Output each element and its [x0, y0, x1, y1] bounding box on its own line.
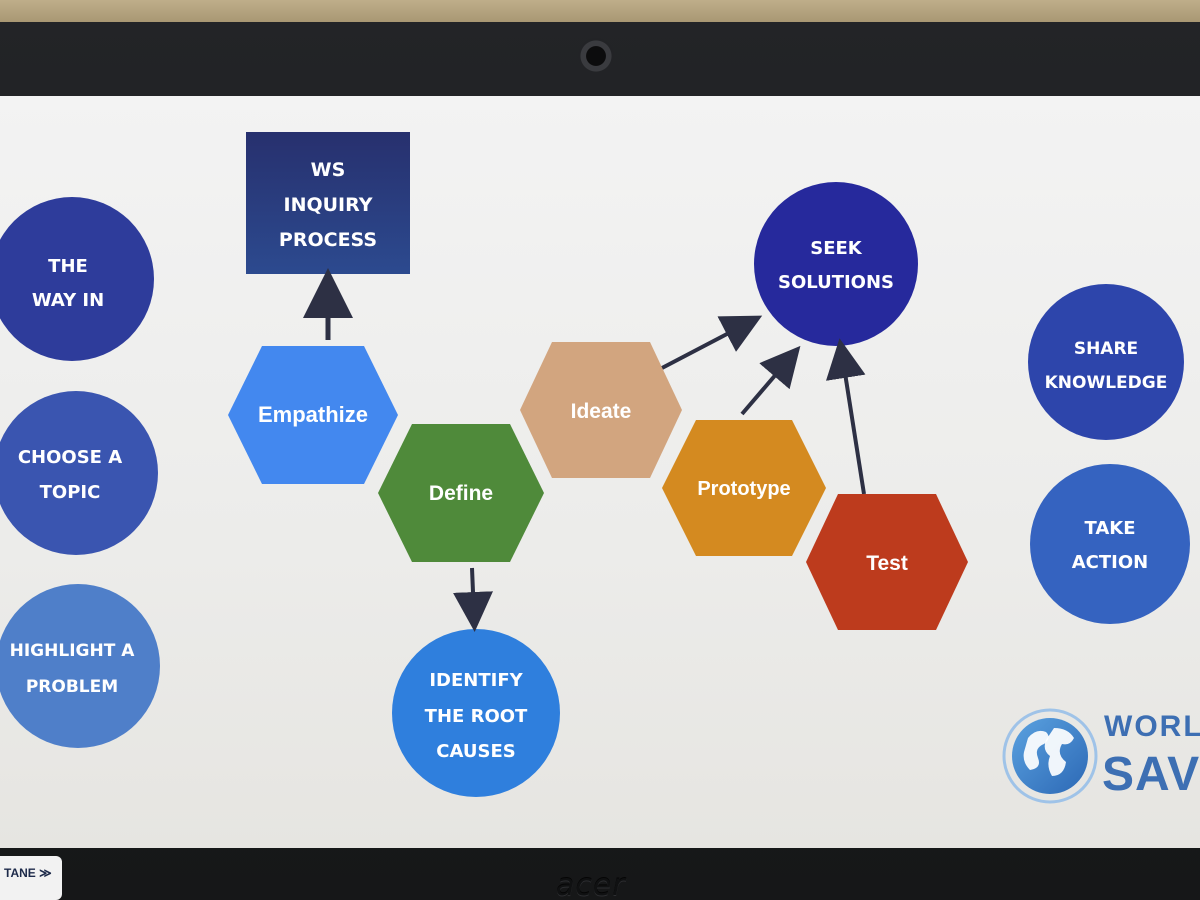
connector-arrows: [303, 268, 866, 632]
arrow-prototype-to-seek: [740, 345, 801, 416]
circle-highlight-a-problem: HIGHLIGHT A PROBLEM: [0, 584, 160, 748]
circle-share-knowledge: SHARE KNOWLEDGE: [1028, 284, 1184, 440]
circle-identify-root-causes: IDENTIFY THE ROOT CAUSES: [392, 629, 560, 797]
laptop-screen: WS INQUIRY PROCESS THE WAY IN CHOOSE A T…: [0, 96, 1200, 848]
bezel-sticker: TANE ≫: [0, 856, 62, 900]
hexagon-prototype: Prototype: [662, 420, 826, 556]
hexagon-empathize: Empathize: [228, 346, 398, 484]
logo-ring: [1002, 708, 1098, 804]
arrow-test-to-seek: [825, 338, 866, 495]
arrow-define-to-root: [453, 567, 493, 632]
hexagon-test: Test: [806, 494, 968, 630]
logo-text-line-2: SAVV: [1102, 748, 1200, 801]
circle-seek-solutions: SEEK SOLUTIONS: [754, 182, 918, 346]
arrow-ideate-to-seek: [661, 315, 763, 370]
inquiry-process-box: WS INQUIRY PROCESS: [246, 132, 410, 274]
circle-the-way-in: THE WAY IN: [0, 197, 154, 361]
logo-text-line-1: WORL: [1104, 710, 1200, 743]
inquiry-process-diagram: WS INQUIRY PROCESS THE WAY IN CHOOSE A T…: [0, 132, 1200, 804]
webcam-icon: [578, 38, 614, 74]
bezel-brand-logo: acer: [556, 868, 626, 900]
hexagon-ideate: Ideate: [520, 342, 682, 478]
world-savvy-logo: WORL SAVV: [1002, 708, 1200, 804]
hexagon-define: Define: [378, 424, 544, 562]
circle-take-action: TAKE ACTION: [1030, 464, 1190, 624]
circle-choose-a-topic: CHOOSE A TOPIC: [0, 391, 158, 555]
